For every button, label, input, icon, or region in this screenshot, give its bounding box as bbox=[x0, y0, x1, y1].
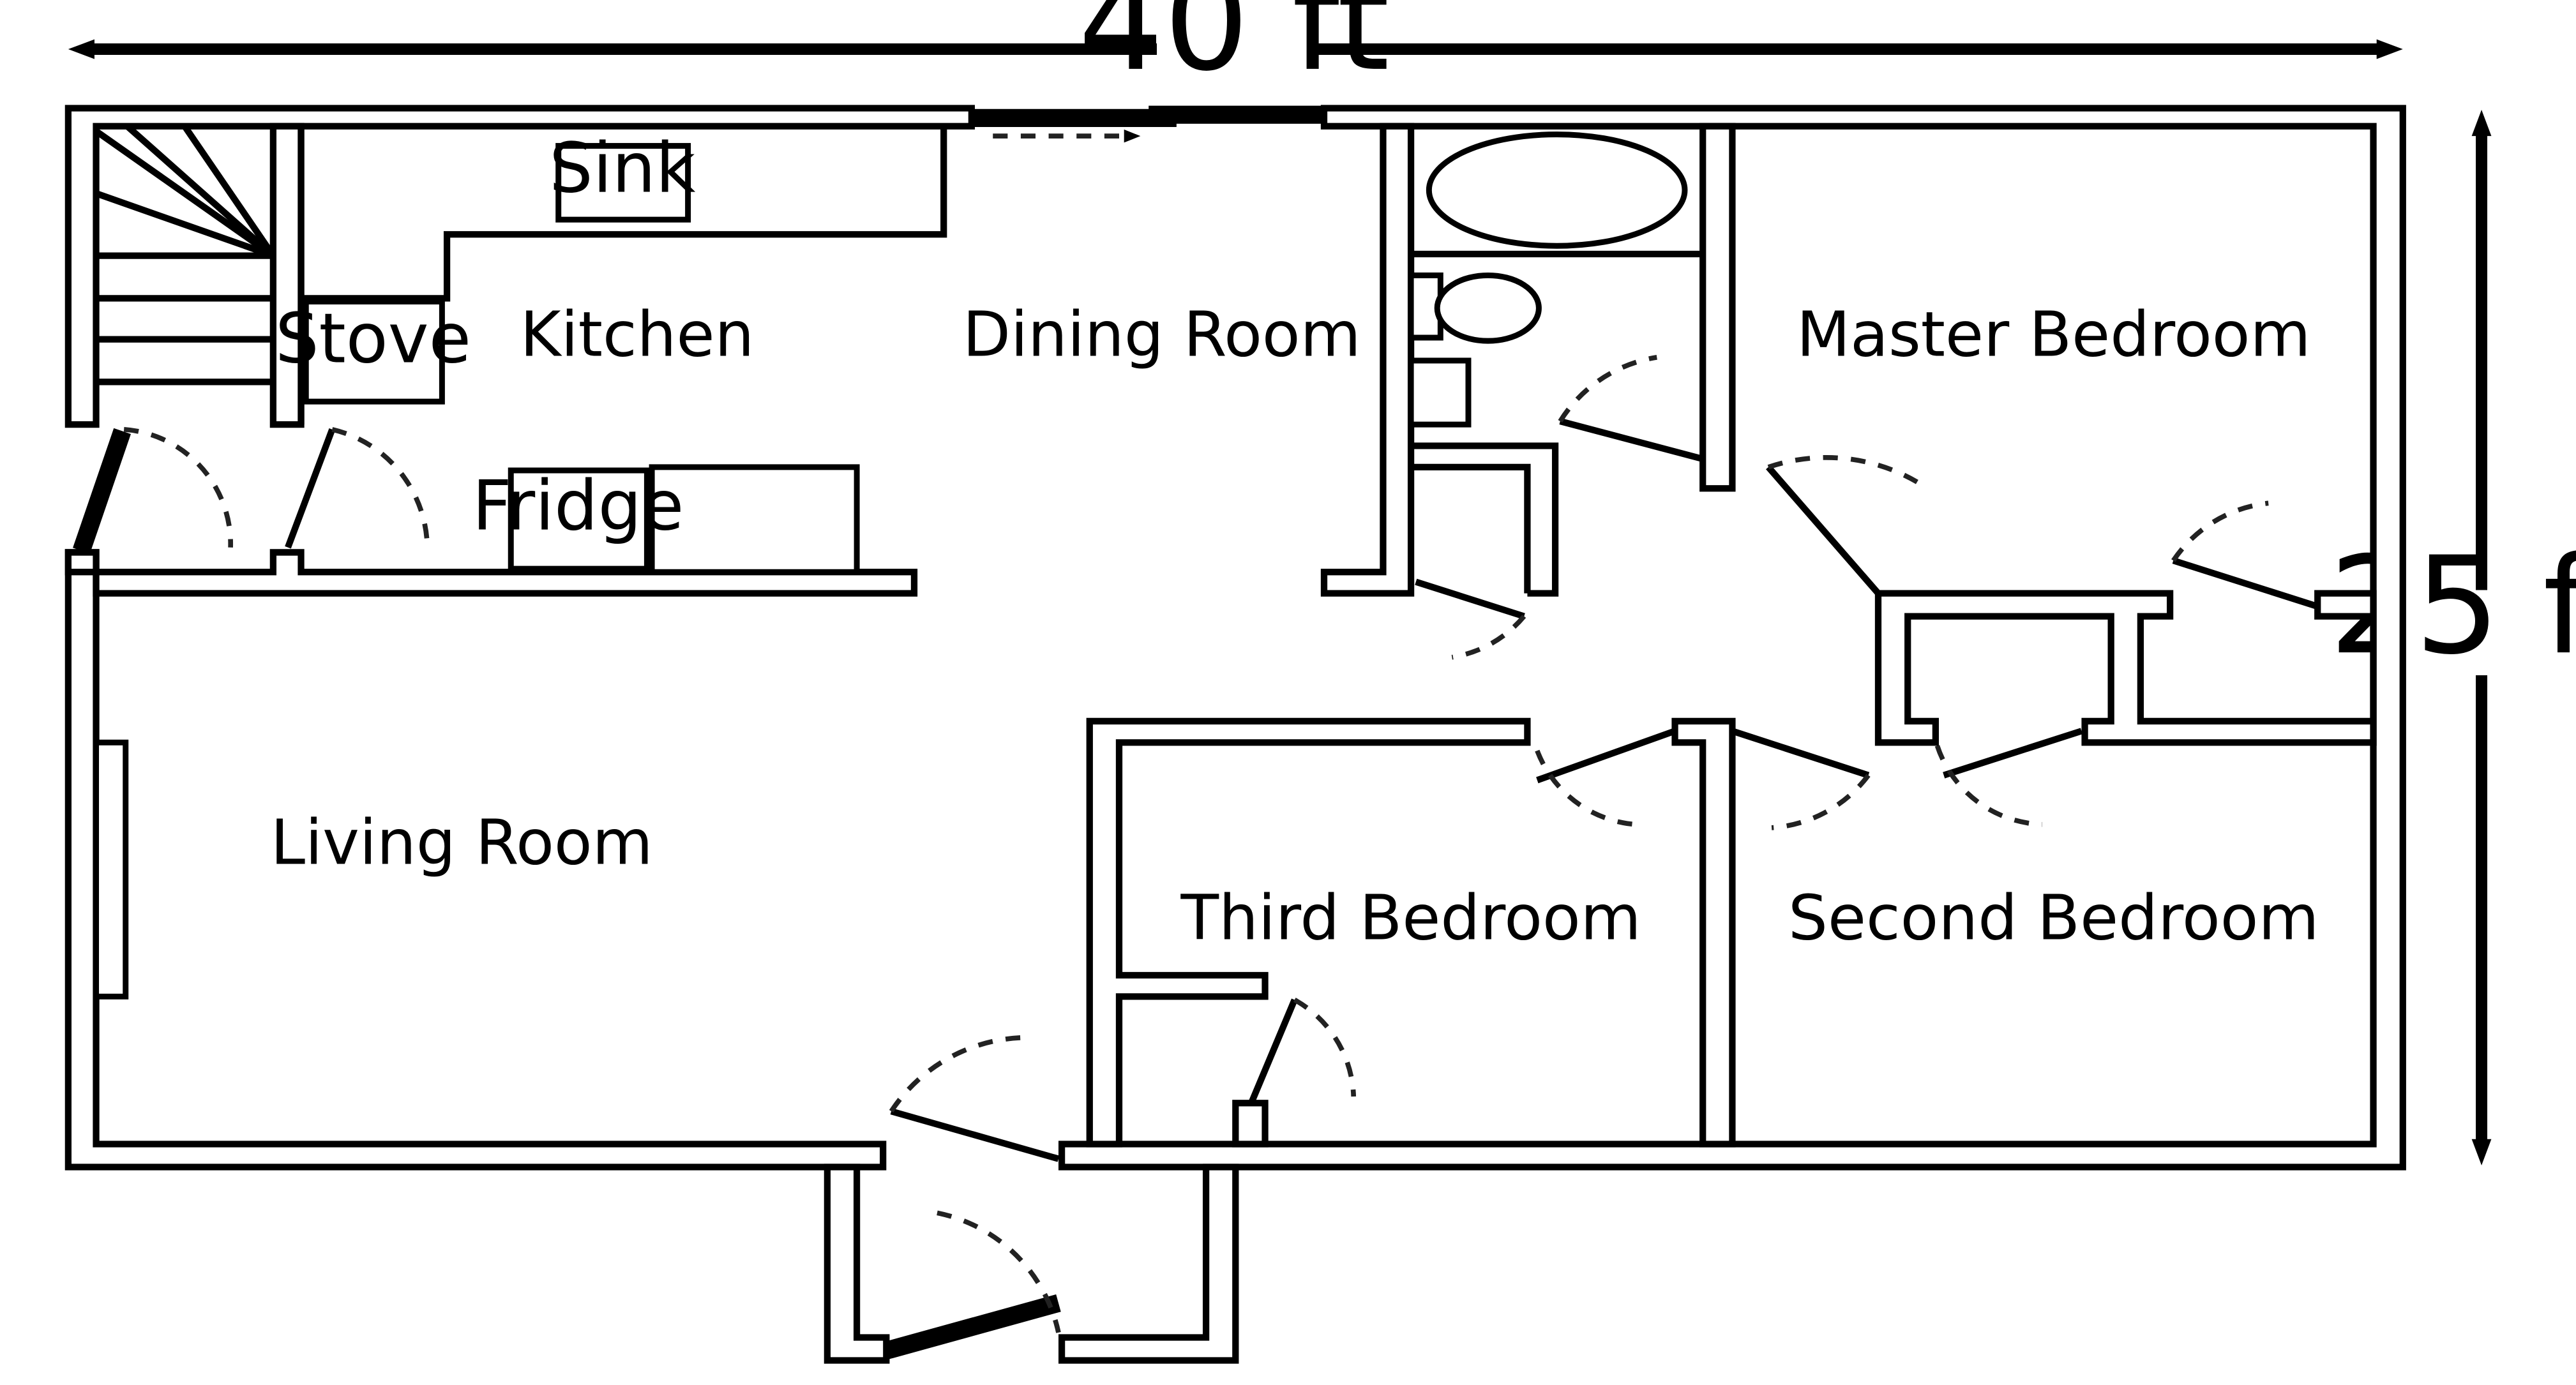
room-labels: Kitchen Dining Room Master Bedroom Livin… bbox=[271, 298, 2319, 954]
staircase bbox=[94, 123, 305, 428]
fireplace bbox=[93, 739, 129, 999]
stove-label: Stove bbox=[275, 299, 471, 379]
doors bbox=[73, 355, 2319, 1359]
room-label-kitchen: Kitchen bbox=[520, 298, 755, 371]
fridge-label: Fridge bbox=[472, 466, 684, 546]
outer-walls bbox=[64, 105, 2406, 1171]
sink: Sink bbox=[549, 128, 696, 223]
width-dimension: 40 ft bbox=[68, 0, 2403, 101]
fridge: Fridge bbox=[472, 466, 684, 572]
sliding-door bbox=[971, 105, 1324, 143]
bathtub bbox=[1426, 131, 1688, 249]
hall-closets bbox=[1874, 590, 2377, 746]
sink-label: Sink bbox=[549, 128, 696, 208]
width-dimension-label: 40 ft bbox=[1078, 0, 1390, 101]
room-label-master-bedroom: Master Bedroom bbox=[1796, 298, 2311, 371]
third-bedroom-walls bbox=[1086, 717, 1736, 1148]
entry-vestibule bbox=[824, 1164, 1239, 1364]
kitchen-partition bbox=[64, 126, 947, 597]
toilet bbox=[1434, 272, 1542, 344]
stove: Stove bbox=[275, 299, 471, 405]
room-label-third-bedroom: Third Bedroom bbox=[1180, 881, 1641, 954]
depth-dimension: 25 ft bbox=[2329, 110, 2576, 1165]
room-label-second-bedroom: Second Bedroom bbox=[1788, 881, 2319, 954]
room-label-living-room: Living Room bbox=[271, 806, 653, 879]
room-label-dining-room: Dining Room bbox=[963, 298, 1361, 371]
